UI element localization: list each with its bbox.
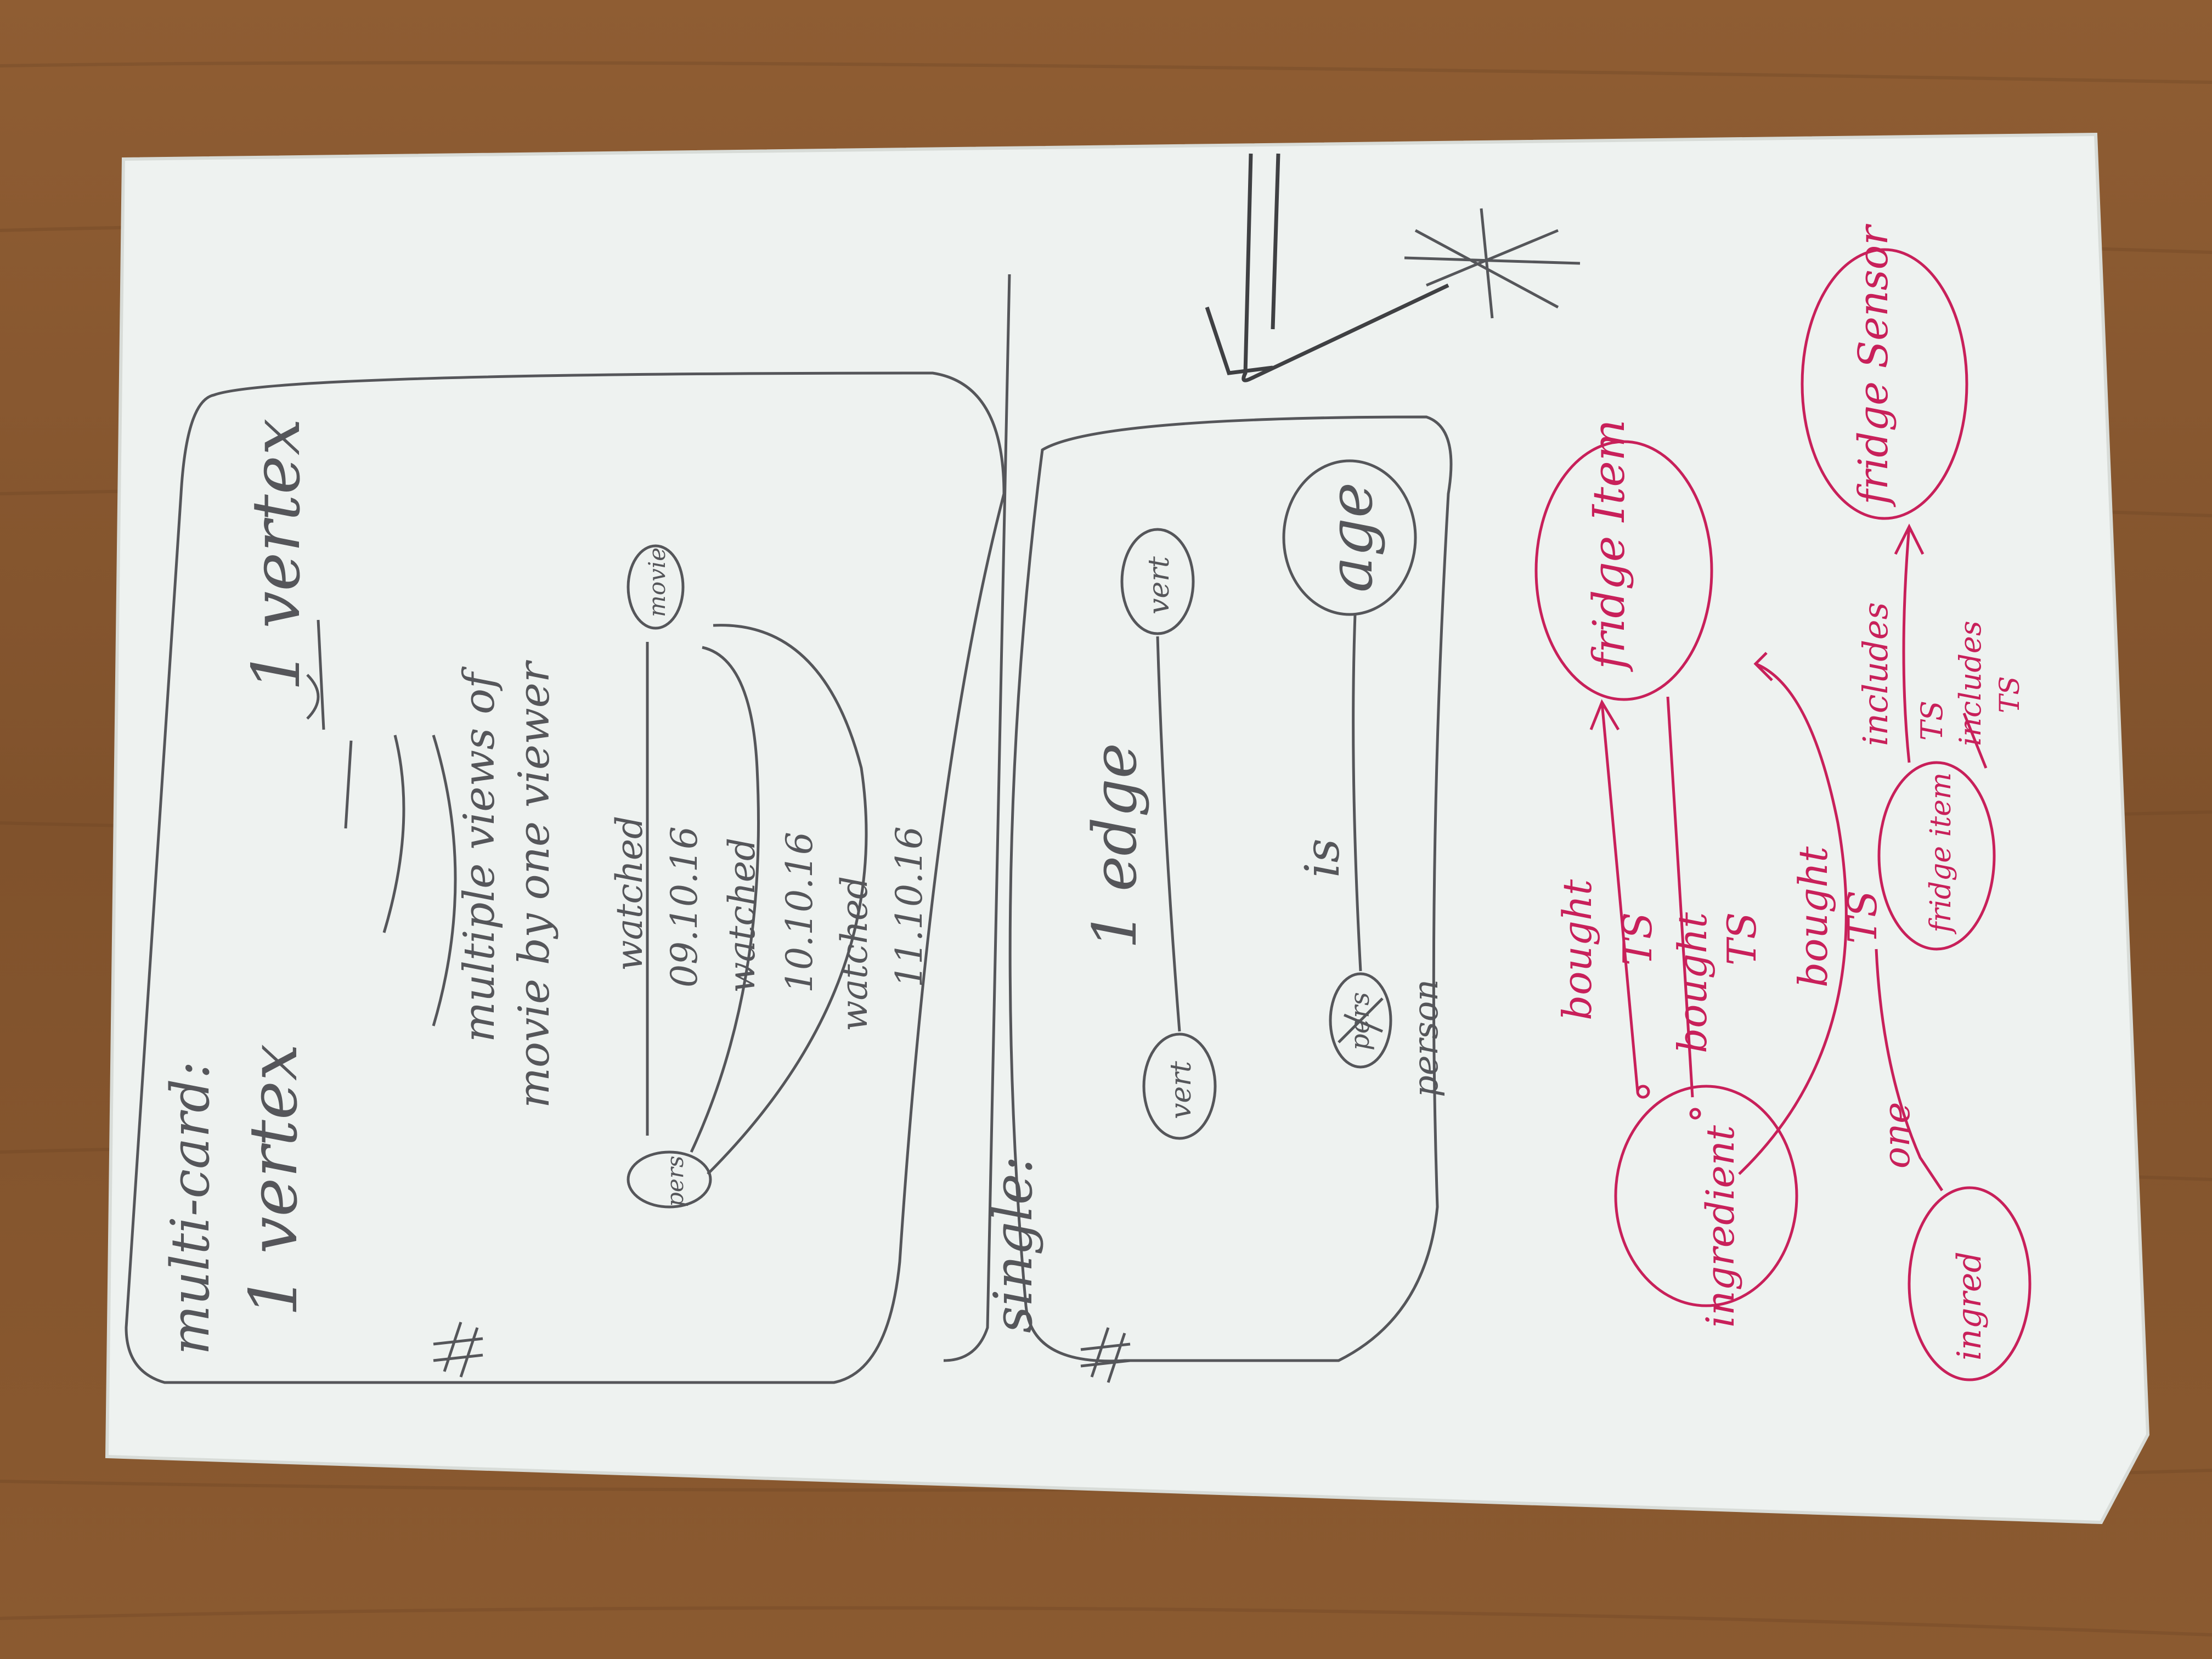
multi-heading: multi-card:	[160, 1061, 221, 1355]
node-movie-label: movie	[644, 548, 670, 617]
node-fridge-item-label: fridge Item	[1583, 419, 1634, 672]
strike-mark	[1338, 997, 1384, 1043]
multi-section-labels: multi-card: 1 vertex 1 vertex multiple v…	[160, 418, 930, 1355]
edge-watched-3-date: 11.10.16	[888, 826, 930, 988]
edge-watched-2	[690, 646, 760, 1153]
edge-one-label: one	[1876, 1102, 1918, 1169]
edge-includes-label: includes	[1855, 602, 1895, 746]
edge-includes-2-label: includes	[1953, 620, 1988, 746]
single-section	[1008, 415, 1453, 1383]
node-vert-b	[1120, 528, 1195, 635]
pink-graph	[1534, 248, 2032, 1381]
note-line-1: multiple views of	[455, 666, 504, 1042]
node-person-multi	[627, 1150, 712, 1209]
node-vert-b-label: vert	[1143, 556, 1176, 614]
node-ingredient-small-label: ingred	[1950, 1251, 1989, 1361]
vertex-right-label: 1 vertex	[239, 418, 315, 691]
edge-bought-1-label: bought	[1554, 879, 1600, 1020]
node-vert-a	[1142, 1032, 1217, 1140]
edge-includes-2-ts: TS	[1994, 676, 2025, 713]
edge-watched-2-date: 10.10.16	[778, 832, 821, 993]
node-fridge-item-small	[1877, 761, 1996, 951]
edge-bought-3	[1738, 662, 1848, 1175]
edge-watched-1-label: watched	[608, 816, 651, 971]
node-ingredient-label: ingredient	[1698, 1125, 1743, 1328]
single-edge-label: 1 edge	[1080, 743, 1150, 949]
node-fridge-sensor-label: fridge Sensor	[1850, 223, 1897, 507]
pink-graph-labels: ingredient ingred fridge Item fridge ite…	[1554, 223, 2025, 1361]
single-section-labels: single: 1 edge vert vert pers person is …	[983, 482, 1446, 1333]
edge-one	[1875, 949, 1944, 1192]
edge-includes-ts: TS	[1915, 701, 1949, 741]
edge-single	[1156, 636, 1181, 1032]
node-ingredient	[1614, 1085, 1798, 1307]
edge-watched-1-date: 09.10.16	[663, 826, 706, 988]
edge-includes	[1902, 526, 1911, 763]
edge-bought-2-ts: TS	[1719, 912, 1765, 966]
node-person-single-label: pers	[1345, 992, 1375, 1051]
single-section-boundary	[1008, 415, 1453, 1363]
node-fridge-item	[1534, 440, 1713, 701]
edge-bought-1	[1600, 702, 1639, 1092]
node-fridge-item-small-label: fridge item	[1925, 772, 1957, 935]
multi-section	[125, 274, 1011, 1384]
node-person-note: person	[1406, 979, 1446, 1097]
multi-section-boundary	[125, 371, 1006, 1384]
edge-is-label: is	[1295, 838, 1350, 878]
edge-bought-3-ts: TS	[1839, 890, 1886, 944]
edge-includes-2	[1962, 713, 1988, 769]
node-age	[1282, 459, 1417, 616]
edge-watched-2-label: watched	[721, 838, 763, 993]
edge-bought-3-label: bought	[1790, 846, 1836, 988]
edge-is	[1352, 614, 1362, 972]
star-mark-2	[1080, 1327, 1131, 1383]
vertex-link-arcs	[306, 619, 325, 730]
edge-watched-3	[707, 624, 868, 1175]
edge-bought-1-ts: TS	[1615, 912, 1661, 966]
pencil-star	[1404, 208, 1581, 319]
paper-sheet	[105, 132, 2150, 1525]
section-divider	[943, 274, 1011, 1362]
note-line-2: movie by one viewer	[510, 659, 559, 1108]
node-person-single	[1329, 972, 1392, 1069]
edge-bought-2-label: bought	[1669, 912, 1716, 1053]
edge-watched-3-label: watched	[833, 876, 876, 1031]
pencil-arrow	[1205, 153, 1449, 382]
node-movie	[627, 544, 685, 630]
node-fridge-sensor	[1801, 248, 1968, 520]
node-vert-a-label: vert	[1165, 1061, 1198, 1119]
single-heading: single:	[983, 1156, 1044, 1333]
node-ingredient-small	[1908, 1186, 2032, 1381]
vertex-left-label: 1 vertex	[236, 1043, 312, 1317]
node-age-label: age	[1316, 482, 1386, 592]
star-mark-1	[433, 1322, 483, 1378]
edge-bought-2	[1666, 696, 1694, 1098]
node-person-multi-label: pers	[662, 1156, 689, 1207]
